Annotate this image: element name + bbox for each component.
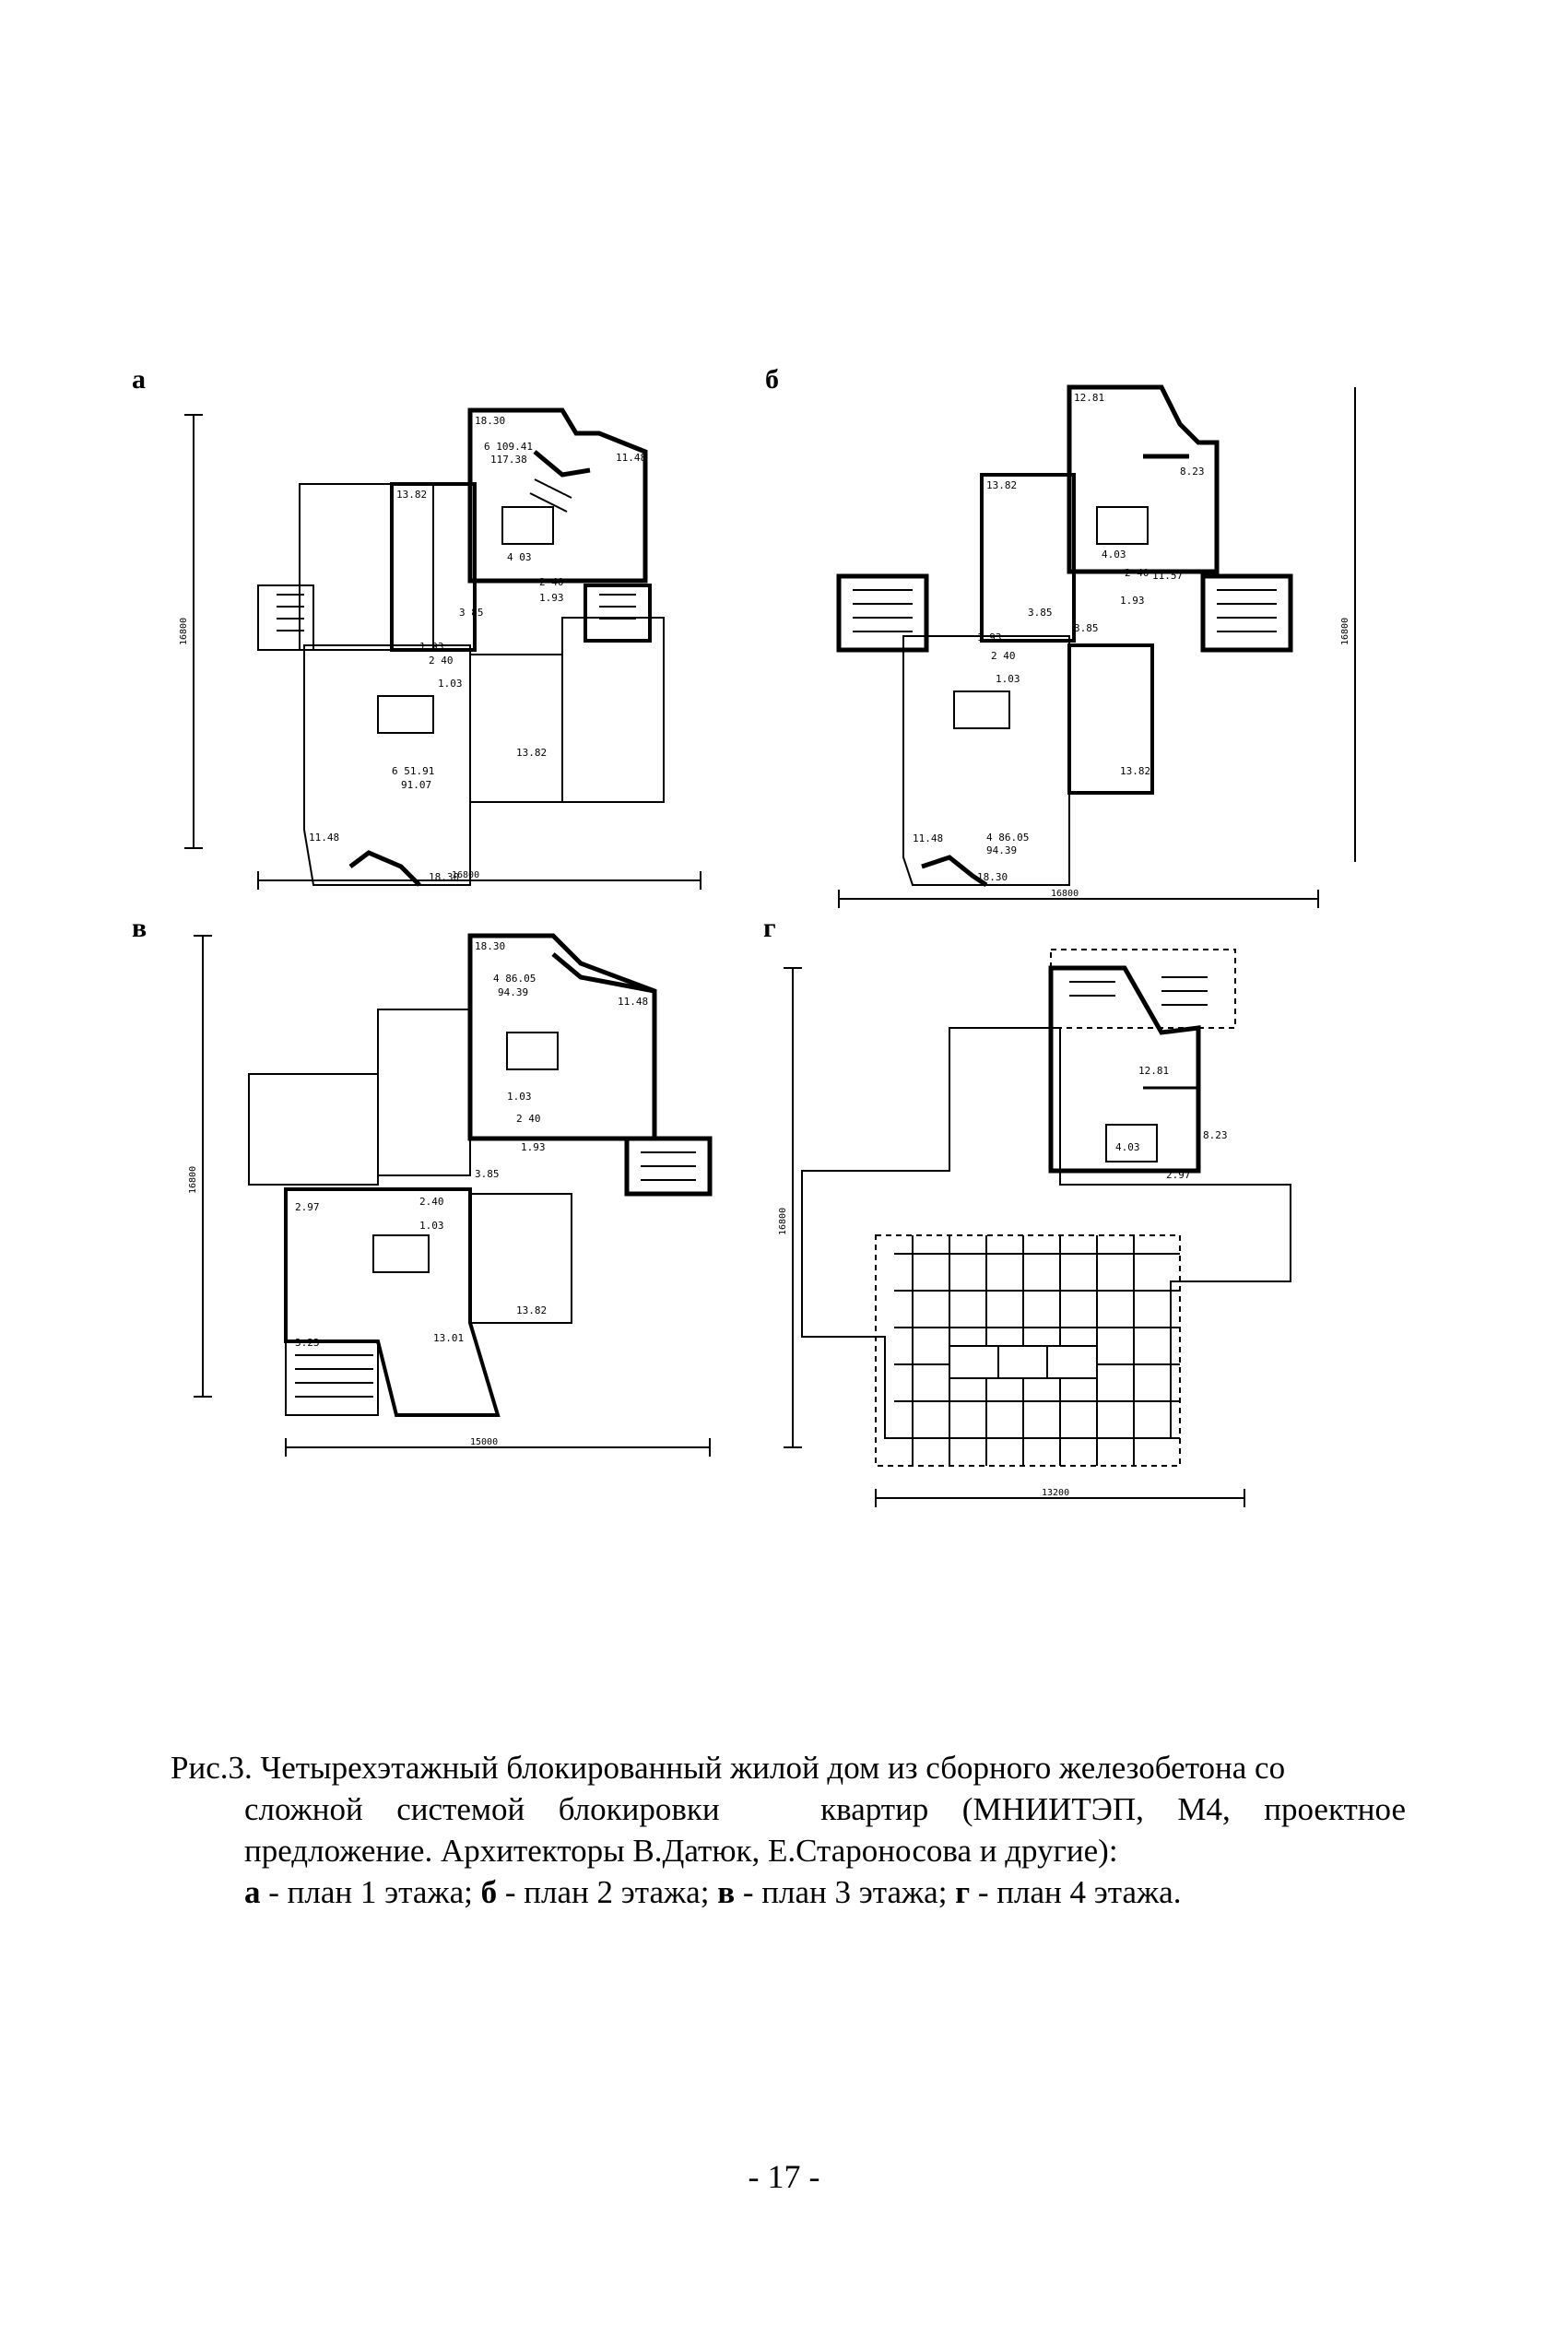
room-label: 13.82 xyxy=(516,747,547,759)
floor-plan-4: 12.81 4.03 8.23 2.97 13200 16800 xyxy=(774,940,1327,1512)
room-label: 13.82 xyxy=(396,489,427,501)
dimension-vertical: 16800 xyxy=(179,618,189,645)
dimension-horizontal: 13200 xyxy=(1042,1488,1069,1498)
room-label: 18.30 xyxy=(475,940,505,952)
dimension-horizontal: 16800 xyxy=(1051,889,1079,899)
room-label: 2 40 xyxy=(991,650,1016,662)
floor-plan-3: 18.30 4 86.05 94.39 11.48 1.03 2 40 1.93… xyxy=(166,917,737,1470)
room-label: 2.97 xyxy=(295,1201,320,1213)
legend-text-v: - план 3 этажа; xyxy=(735,1874,956,1910)
room-label: 94.39 xyxy=(986,844,1017,856)
legend-key-b: б xyxy=(480,1874,498,1910)
room-label: 6 51.91 xyxy=(392,765,434,777)
panel-label-b: б xyxy=(765,364,779,395)
dimension-vertical: 16800 xyxy=(1340,618,1350,645)
room-label: 4.03 xyxy=(1115,1141,1140,1153)
legend-text-b: - план 2 этажа; xyxy=(497,1874,718,1910)
room-label: 1.03 xyxy=(438,678,463,690)
room-label: 2 40 xyxy=(429,655,454,667)
legend-key-v: в xyxy=(717,1874,736,1910)
room-label: 91.07 xyxy=(401,779,431,791)
room-label: 2 40 xyxy=(539,576,564,588)
panel-label-g: г xyxy=(763,913,776,943)
room-label: 18.30 xyxy=(977,871,1008,883)
legend-key-g: г xyxy=(955,1874,971,1910)
room-label: 1.03 xyxy=(419,1220,444,1232)
room-label: 2.97 xyxy=(1166,1169,1191,1181)
room-label: 117.38 xyxy=(490,454,527,466)
room-label: 18.30 xyxy=(475,415,505,427)
legend-key-a: а xyxy=(244,1874,261,1910)
room-label: 1.03 xyxy=(507,1091,532,1103)
room-label: 4 86.05 xyxy=(493,973,536,985)
dimension-vertical: 16800 xyxy=(188,1166,198,1194)
room-label: 1.93 xyxy=(419,641,444,653)
room-label: 1.93 xyxy=(977,631,1002,643)
room-label: 6 109.41 xyxy=(484,441,533,453)
room-label: 3.85 xyxy=(1074,622,1099,634)
room-label: 13.82 xyxy=(986,479,1017,491)
room-label: 12.81 xyxy=(1074,392,1104,404)
legend-text-g: - план 4 этажа. xyxy=(970,1874,1182,1910)
dimension-vertical: 16800 xyxy=(778,1208,788,1235)
floor-plan-1: 18.30 6 109.41 117.38 11.48 13.82 4 03 2… xyxy=(166,369,737,903)
room-label: 3 85 xyxy=(459,607,484,619)
room-label: 94.39 xyxy=(498,986,528,998)
room-label: 3.23 xyxy=(295,1337,320,1349)
caption-legend: а - план 1 этажа; б - план 2 этажа; в - … xyxy=(171,1871,1406,1913)
room-label: 18.30 xyxy=(429,871,459,883)
room-label: 4 03 xyxy=(507,551,532,563)
room-label: 2 40 xyxy=(516,1113,541,1125)
room-label: 13.82 xyxy=(1120,765,1150,777)
room-label: 12.81 xyxy=(1138,1065,1169,1077)
room-label: 3.85 xyxy=(475,1168,500,1180)
caption-line-2: сложной системой блокировки квартир (МНИ… xyxy=(244,1791,1406,1827)
room-label: 13.82 xyxy=(516,1304,547,1316)
room-label: 3.85 xyxy=(1028,607,1053,619)
room-label: 1.93 xyxy=(1120,595,1145,607)
caption-line-3: предложение. Архитекторы В.Датюк, Е.Стар… xyxy=(244,1833,1118,1869)
panel-label-v: в xyxy=(132,913,147,943)
legend-text-a: - план 1 этажа; xyxy=(260,1874,481,1910)
caption-line-1: Рис.3. Четырехэтажный блокированный жило… xyxy=(171,1750,1286,1786)
room-label: 13.01 xyxy=(433,1332,464,1344)
room-label: 1.03 xyxy=(996,673,1020,685)
room-label: 2.40 xyxy=(419,1196,444,1208)
room-label: 2 40 xyxy=(1125,567,1149,579)
room-label: 11.48 xyxy=(618,996,648,1008)
room-label: 4.03 xyxy=(1102,549,1126,561)
room-label: 4 86.05 xyxy=(986,832,1029,844)
panel-label-a: а xyxy=(132,364,146,395)
dimension-horizontal: 15000 xyxy=(470,1437,498,1447)
room-label: 11.48 xyxy=(309,832,339,844)
room-label: 11.48 xyxy=(616,452,646,464)
room-label: 11.57 xyxy=(1152,570,1183,582)
room-label: 8.23 xyxy=(1180,466,1205,478)
room-label: 11.48 xyxy=(913,832,943,844)
room-label: 8.23 xyxy=(1203,1129,1228,1141)
room-label: 1.93 xyxy=(521,1141,546,1153)
page-number: - 17 - xyxy=(748,2158,820,2195)
dimension-horizontal: 16800 xyxy=(452,870,479,880)
floor-plan-2: 12.81 8.23 13.82 4.03 2 40 11.57 3.85 1.… xyxy=(820,369,1373,913)
room-label: 1.93 xyxy=(539,592,564,604)
figure-caption: Рис.3. Четырехэтажный блокированный жило… xyxy=(171,1747,1406,1913)
